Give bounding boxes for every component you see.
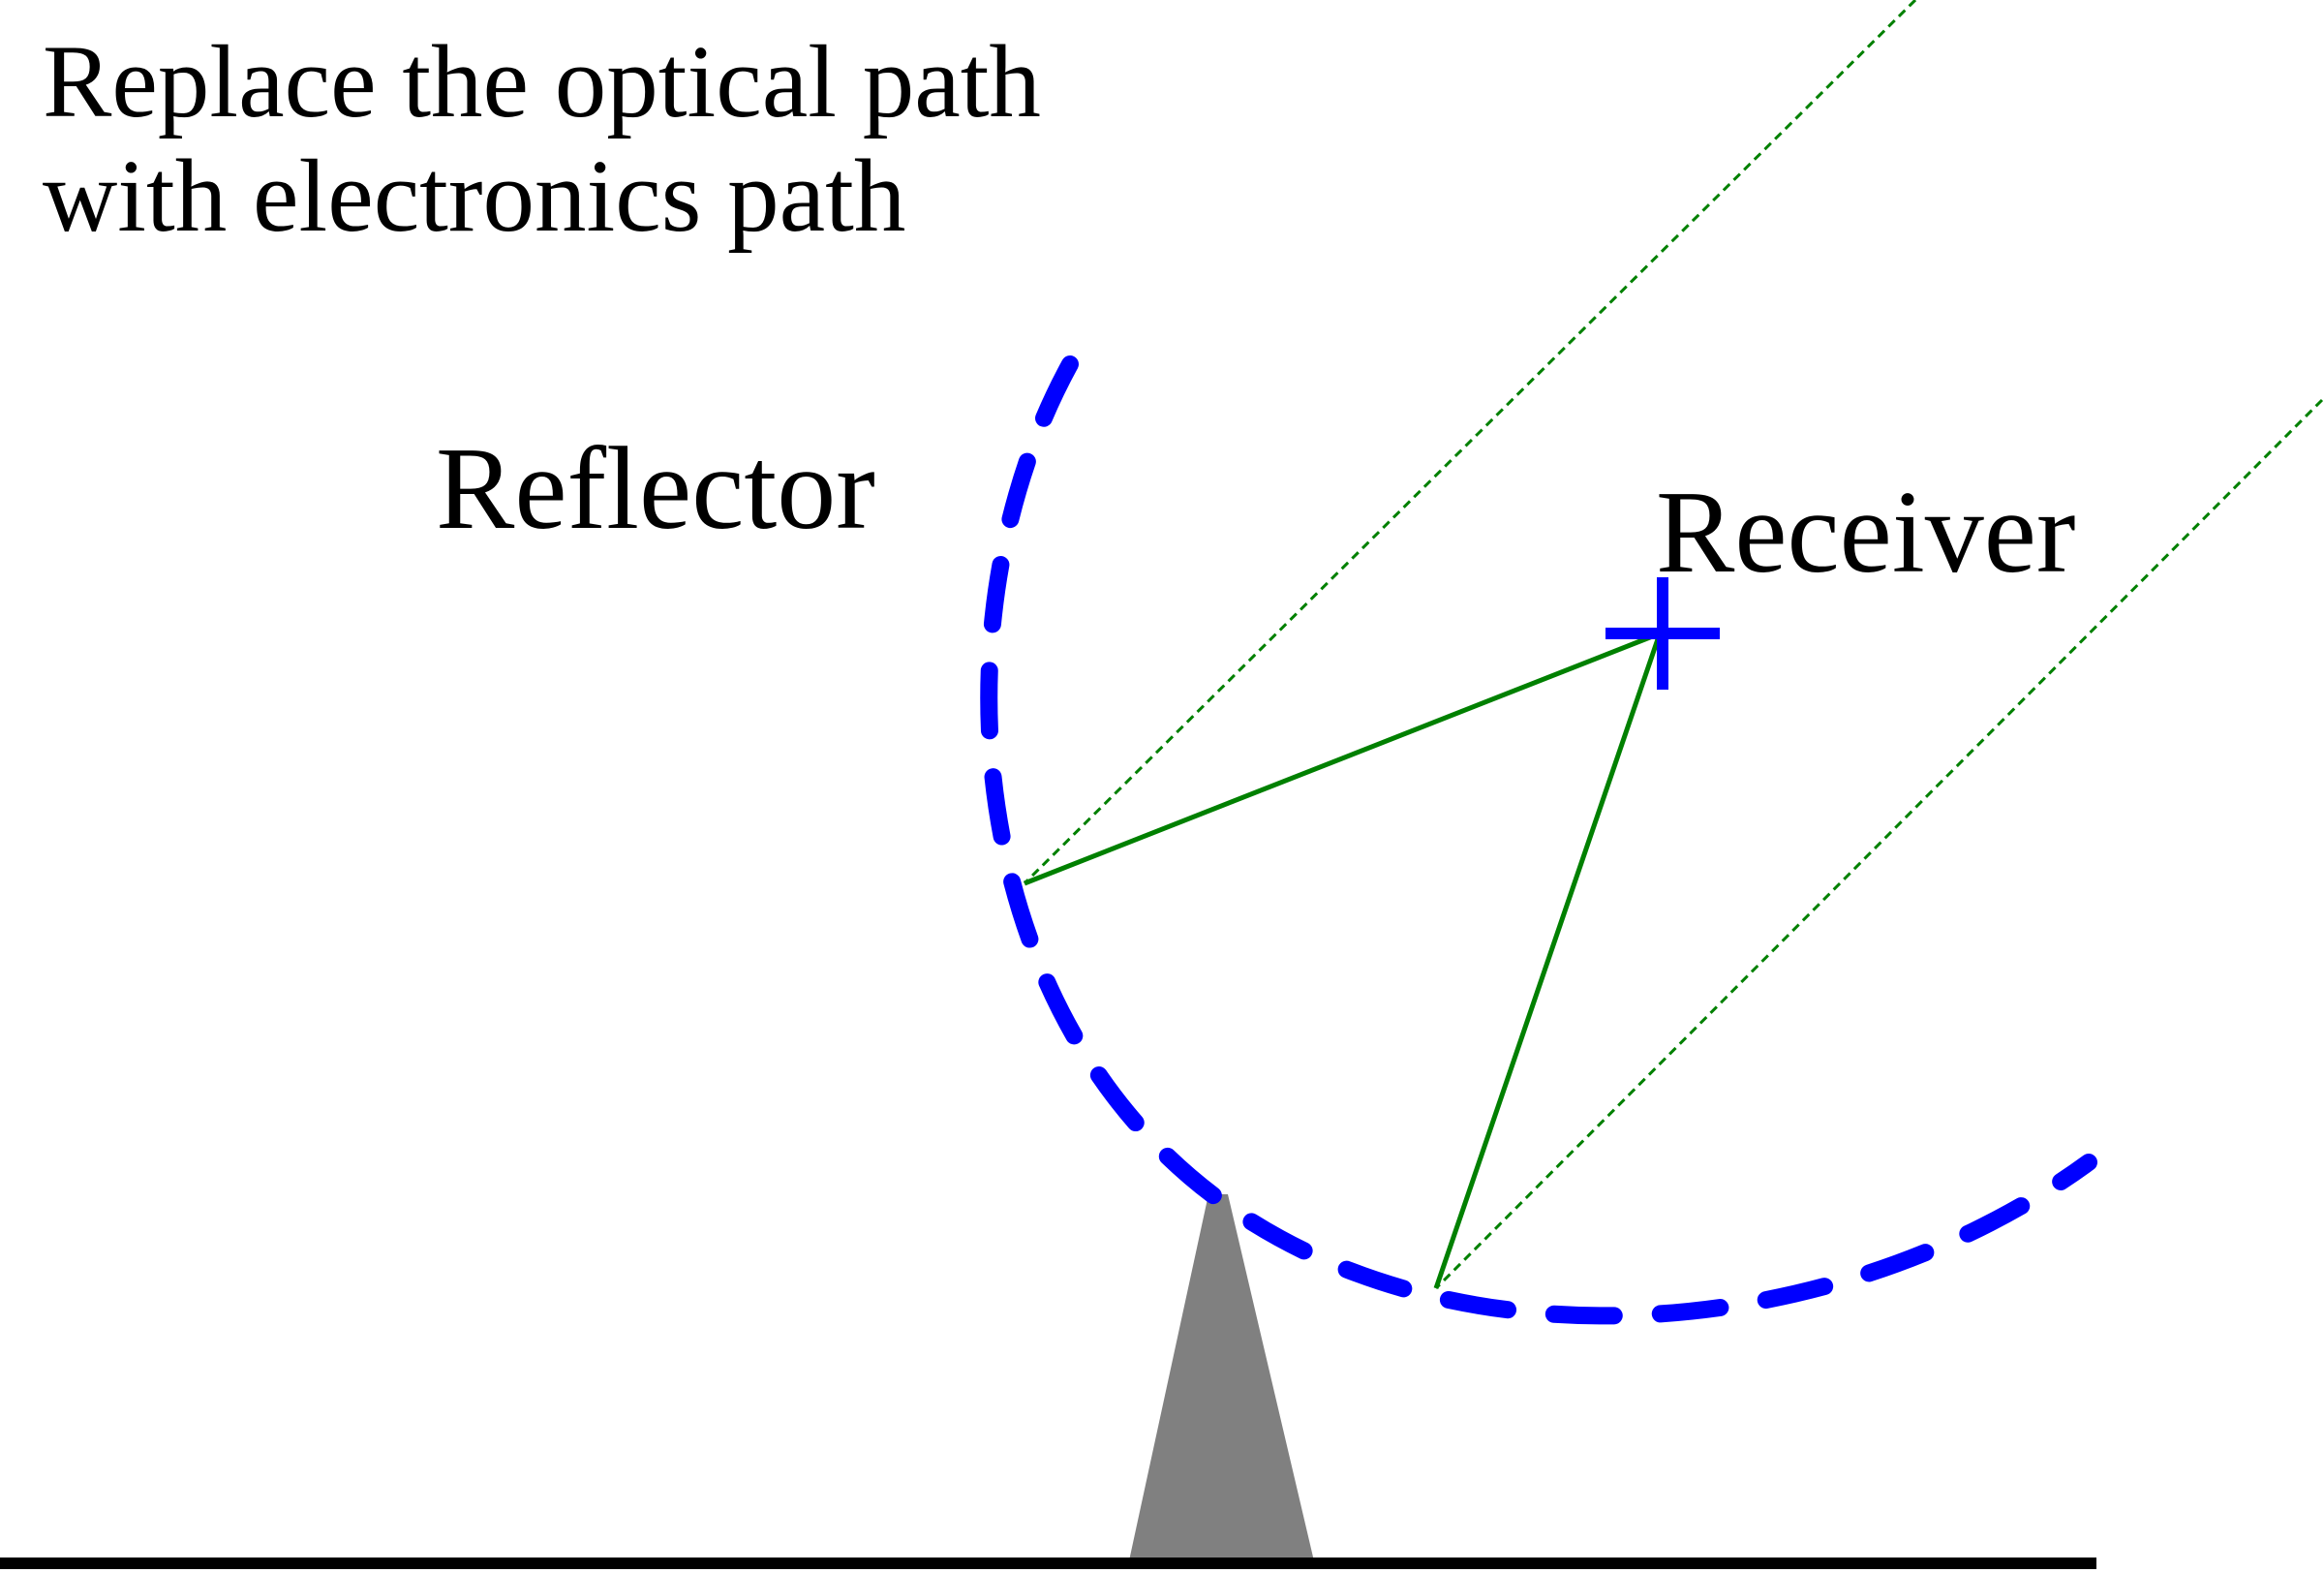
incoming-ray-lower — [1434, 398, 2324, 1290]
caption-line-1: Replace the optical path — [43, 25, 1041, 139]
reflected-ray-upper — [1024, 631, 1661, 886]
antenna-stand — [1128, 1194, 1315, 1565]
reflected-ray-lower — [1433, 632, 1663, 1289]
reflector-label: Reflector — [436, 423, 875, 554]
caption-line-2: with electronics path — [43, 139, 905, 254]
incoming-ray-upper — [1023, 0, 1917, 885]
receiver-plus-icon — [1605, 577, 1720, 690]
receiver-label: Receiver — [1656, 467, 2076, 598]
reflector-dish — [980, 355, 2097, 1325]
